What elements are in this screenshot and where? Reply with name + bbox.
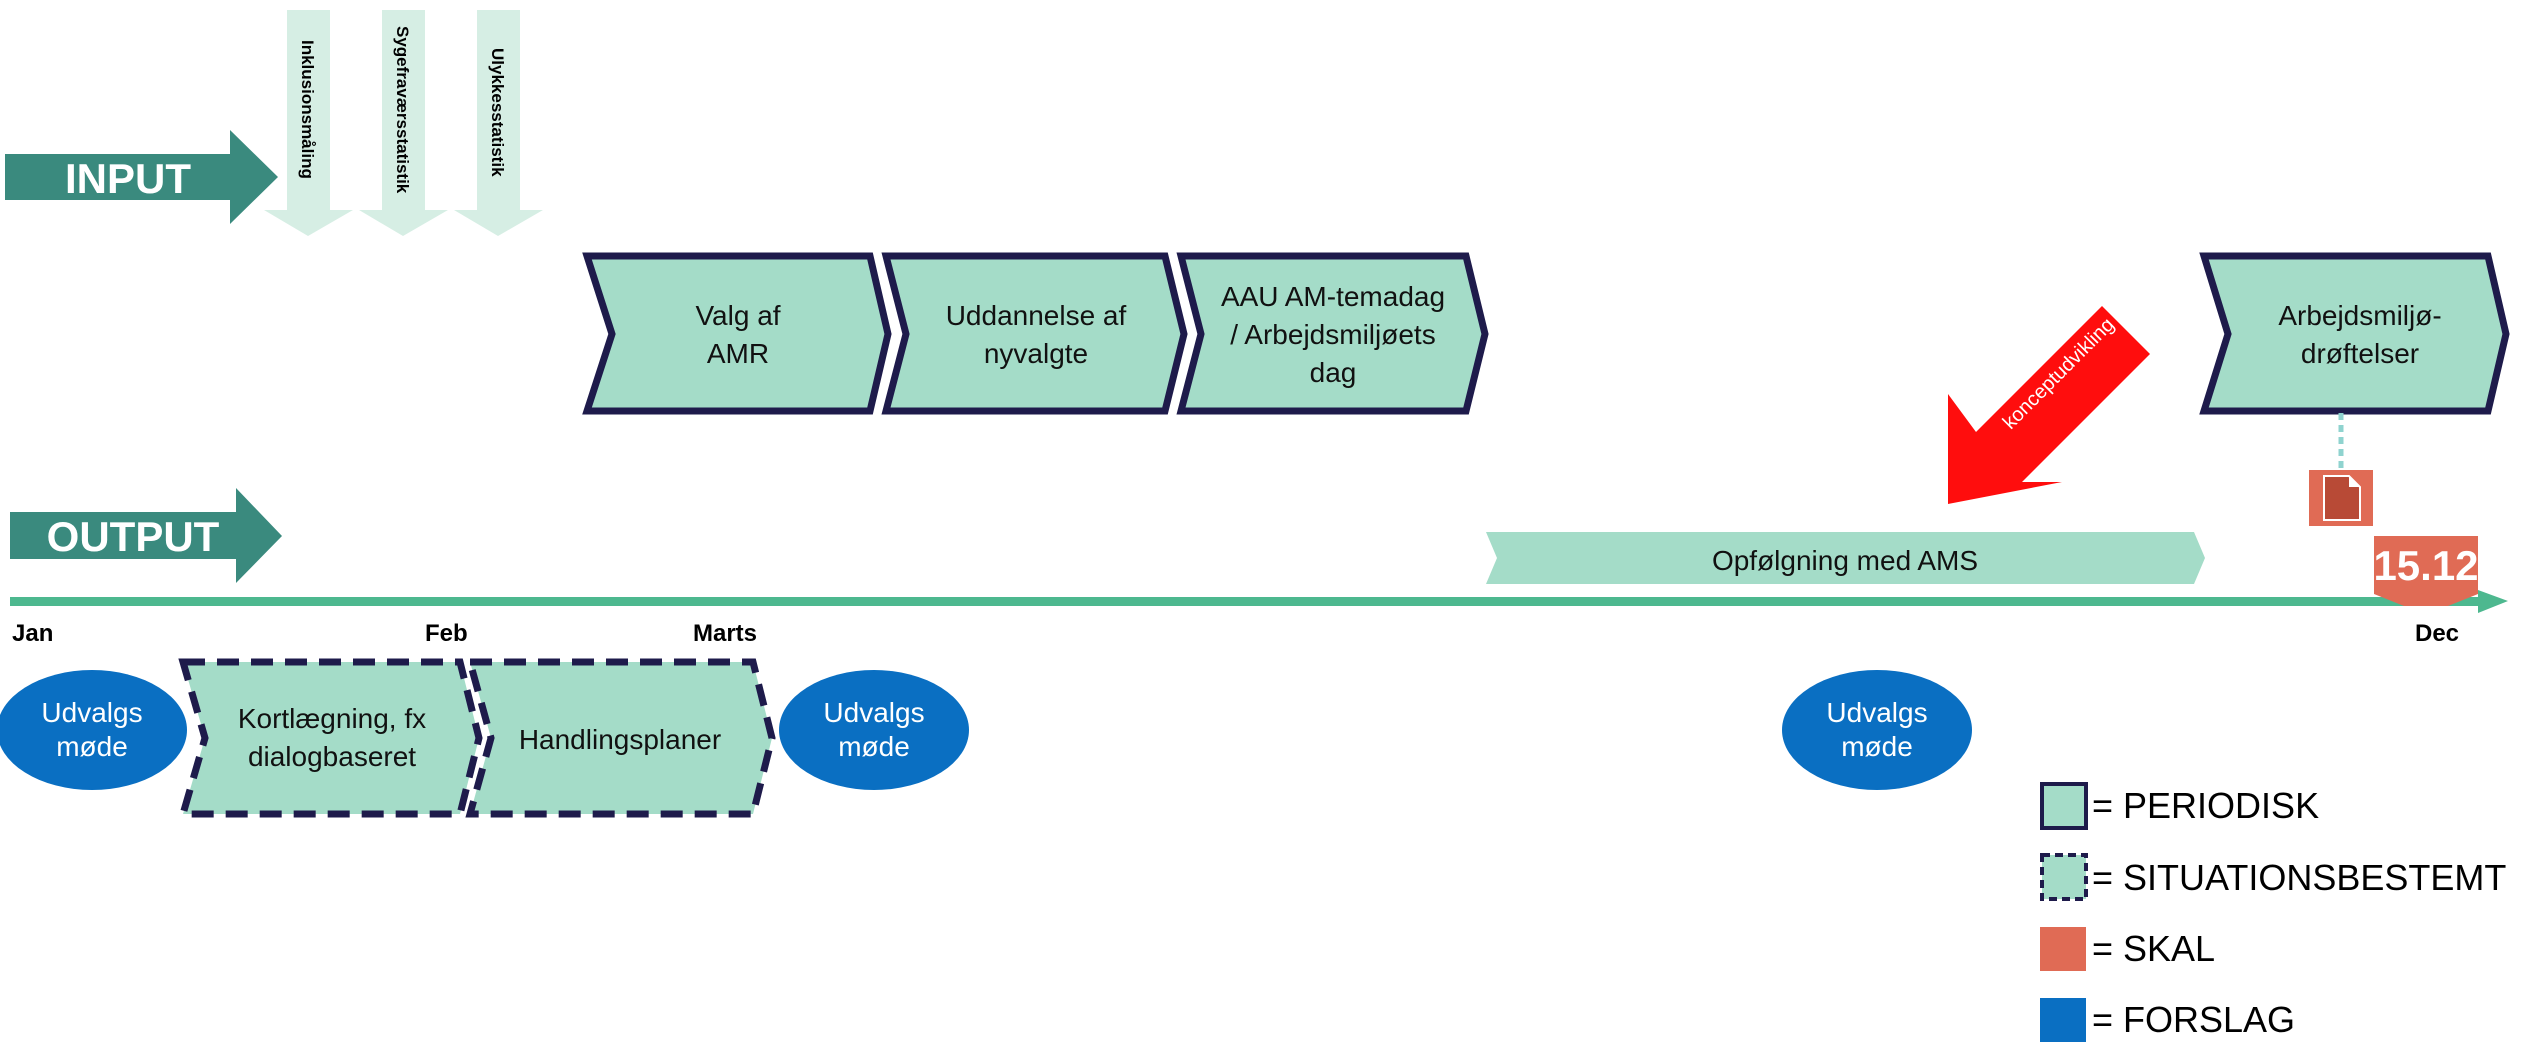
legend-label: = FORSLAG [2092, 999, 2295, 1040]
step-label: dialogbaseret [248, 741, 416, 772]
meeting-label: Udvalgs [823, 697, 924, 728]
input-source-sygefravaer: Sygefraværsstatistik [359, 10, 448, 236]
document-icon [2309, 470, 2373, 526]
step-label: / Arbejdsmiljøets [1230, 319, 1435, 350]
output-label: OUTPUT [47, 513, 220, 560]
input-source-label: Inklusionsmåling [298, 40, 317, 179]
step-label: dag [1310, 357, 1357, 388]
step-label: drøftelser [2301, 338, 2419, 369]
input-source-inklusionsmaaling: Inklusionsmåling [264, 10, 353, 236]
step-label: nyvalgte [984, 338, 1088, 369]
legend-skal: = SKAL [2040, 927, 2215, 971]
legend-label: = SITUATIONSBESTEMT [2092, 857, 2506, 898]
month-label-jan: Jan [12, 620, 53, 647]
input-source-label: Ulykkesstatistik [488, 48, 507, 177]
step-valg-af-amr: Valg af AMR [582, 252, 892, 415]
meeting-label: møde [838, 731, 910, 762]
step-uddannelse: Uddannelse af nyvalgte [881, 252, 1188, 415]
meeting-label: møde [1841, 731, 1913, 762]
meeting-label: møde [56, 731, 128, 762]
step-label: Kortlægning, fx [238, 703, 426, 734]
step-handlingsplaner: Handlingsplaner [465, 658, 776, 818]
step-droeftelser: Arbejdsmiljø- drøftelser [2199, 252, 2510, 415]
meeting-ellipse: Udvalgs møde [1782, 670, 1972, 790]
timeline [10, 590, 2508, 613]
output-arrow: OUTPUT [10, 488, 282, 583]
month-label-marts: Marts [693, 620, 757, 647]
input-source-ulykker: Ulykkesstatistik [454, 10, 543, 236]
legend-forslag: = FORSLAG [2040, 998, 2295, 1042]
meeting-label: Udvalgs [1826, 697, 1927, 728]
deadline-label: 15.12 [2373, 542, 2478, 589]
input-label: INPUT [65, 155, 191, 202]
step-label: Arbejdsmiljø- [2278, 300, 2441, 331]
meeting-ellipse: Udvalgs møde [0, 670, 187, 790]
follow-up-label: Opfølgning med AMS [1712, 545, 1978, 576]
meeting-ellipse: Udvalgs møde [779, 670, 969, 790]
legend-label: = PERIODISK [2092, 785, 2319, 826]
legend-periodisk: = PERIODISK [2040, 782, 2319, 830]
month-label-feb: Feb [425, 620, 468, 647]
legend-label: = SKAL [2092, 928, 2215, 969]
step-label: AMR [707, 338, 769, 369]
step-label: Uddannelse af [946, 300, 1127, 331]
meeting-label: Udvalgs [41, 697, 142, 728]
step-temadag: AAU AM-temadag / Arbejdsmiljøets dag [1176, 252, 1489, 415]
legend-situationsbestemt: = SITUATIONSBESTEMT [2040, 853, 2506, 901]
concept-arrow: konceptudvikling [1948, 306, 2150, 504]
deadline-badge: 15.12 [2373, 536, 2479, 606]
legend: = PERIODISK = SITUATIONSBESTEMT = SKAL =… [2040, 782, 2506, 1042]
step-label: Handlingsplaner [519, 724, 721, 755]
input-source-label: Sygefraværsstatistik [393, 26, 412, 194]
month-label-dec: Dec [2415, 620, 2459, 647]
step-label: Valg af [695, 300, 780, 331]
step-kortlaegning: Kortlægning, fx dialogbaseret [178, 658, 483, 818]
input-arrow: INPUT [5, 130, 278, 224]
step-label: AAU AM-temadag [1221, 281, 1445, 312]
follow-up-band: Opfølgning med AMS [1486, 532, 2205, 584]
